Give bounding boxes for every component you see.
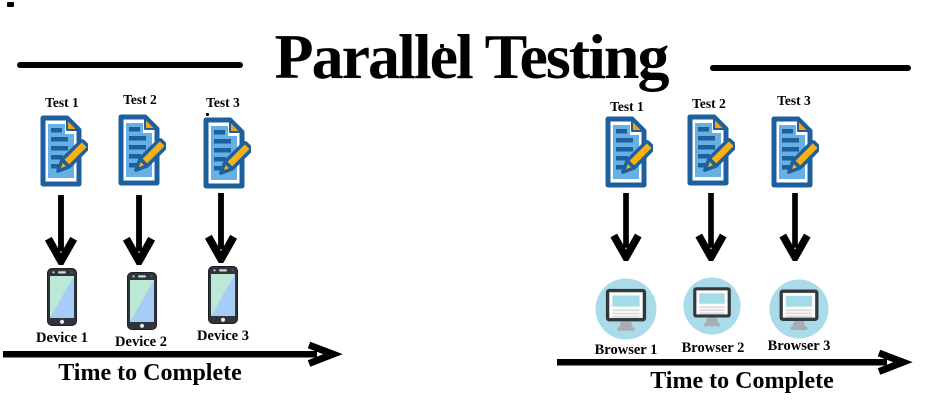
browser-monitor-icon bbox=[683, 277, 741, 335]
browser-label: Browser 3 bbox=[767, 338, 831, 354]
test-label: Test 3 bbox=[777, 93, 811, 108]
browser-label: Browser 2 bbox=[681, 340, 745, 356]
artifact-dot bbox=[440, 44, 444, 48]
timeline-right-arrow-icon bbox=[557, 349, 913, 375]
time-axis-label: Time to Complete bbox=[58, 360, 242, 386]
test-label: Test 1 bbox=[610, 99, 644, 114]
test-document-icon bbox=[685, 114, 735, 186]
test-label: Test 2 bbox=[692, 96, 726, 111]
artifact-dot bbox=[206, 113, 209, 116]
title-rule-right bbox=[710, 65, 911, 71]
browser-label: Browser 1 bbox=[594, 342, 658, 358]
down-arrow-icon bbox=[779, 193, 811, 261]
time-axis-label: Time to Complete bbox=[650, 368, 834, 394]
test-label: Test 2 bbox=[123, 92, 157, 107]
device-label: Device 2 bbox=[115, 334, 167, 350]
down-arrow-icon bbox=[610, 193, 642, 261]
test-document-icon bbox=[603, 116, 653, 188]
browser-monitor-icon bbox=[595, 278, 657, 340]
device-label: Device 3 bbox=[197, 328, 249, 344]
test-label: Test 3 bbox=[206, 95, 240, 110]
timeline-right-arrow-icon bbox=[3, 341, 343, 367]
page-title: Parallel Testing bbox=[274, 21, 670, 92]
title-rule-left bbox=[17, 62, 243, 68]
device-label: Device 1 bbox=[36, 330, 88, 346]
test-document-icon bbox=[769, 116, 819, 188]
down-arrow-icon bbox=[695, 193, 727, 261]
test-label: Test 1 bbox=[45, 95, 79, 110]
browser-monitor-icon bbox=[769, 279, 829, 339]
artifact-dot bbox=[7, 2, 14, 7]
